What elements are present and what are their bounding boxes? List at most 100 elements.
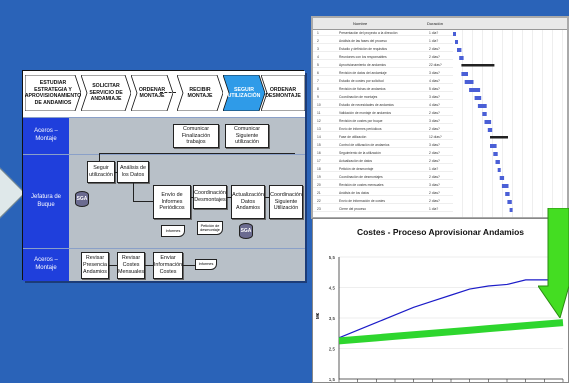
gantt-cell-task: Estudio y definición de requisitos [339, 47, 388, 51]
gantt-cell-id: 9 [317, 95, 319, 99]
process-diagram: ESTUDIAR ESTRATEGIA Y APROVISIONAMIENTO … [22, 70, 305, 281]
gantt-task-bar [484, 120, 492, 124]
chart-y-tick-label: 3,5 [329, 316, 336, 321]
box-actualizacion-datos: Actualización Datos Andamios [231, 185, 265, 219]
gantt-cell-id: 4 [317, 55, 319, 59]
gantt-cell-task: Envío de informes periódicos [339, 127, 382, 131]
chart-title: Costes - Proceso Aprovisionar Andamios [356, 227, 525, 237]
gantt-cell-id: 23 [317, 207, 321, 211]
gantt-cell-id: 19 [317, 175, 321, 179]
gantt-cell-id: 20 [317, 183, 321, 187]
gantt-cell-duration: 1 día? [429, 31, 439, 35]
stage-seguir-utilizacion: SEGUIR UTILIZACIÓN [223, 75, 265, 111]
gantt-cell-task: Validación de montaje de andamios [339, 111, 391, 115]
gantt-cell-duration: 1 día? [429, 39, 439, 43]
gantt-cell-task: Presentación del proyecto a la dirección [339, 31, 398, 35]
chart-series-blue-line [338, 279, 563, 339]
gantt-cell-id: 16 [317, 151, 321, 155]
lane-body: Revisar Presencia Andamios Revisar Coste… [69, 249, 305, 281]
gantt-cell-task: Fase de utilización [339, 135, 367, 139]
gantt-cell-duration: 2 días? [429, 47, 440, 51]
connector [227, 197, 231, 198]
stage-solicitar: SOLICITAR SERVICIO DE ANDAMIAJE [81, 75, 131, 111]
gantt-cell-id: 12 [317, 119, 321, 123]
gantt-task-bar [499, 176, 505, 180]
green-down-arrow-icon [538, 208, 569, 318]
gantt-cell-duration: 3 días? [429, 71, 440, 75]
dashed-connector [160, 92, 176, 93]
gantt-cell-task: Seguimiento de la utilización [339, 151, 381, 155]
chart-y-tick-label: 1,5 [329, 377, 336, 382]
gantt-row: 18 Petición de desmontaje 1 día? [313, 167, 453, 172]
gantt-cell-task: Control de utilización de andamios [339, 143, 390, 147]
gantt-cell-duration: 1 día? [429, 207, 439, 211]
gantt-cell-duration: 4 días? [429, 103, 440, 107]
connector [109, 265, 117, 266]
box-comunicar-finalizacion: Comunicar Finalización trabajos [173, 124, 219, 148]
gantt-cell-id: 8 [317, 87, 319, 91]
stage-estudiar: ESTUDIAR ESTRATEGIA Y APROVISIONAMIENTO … [25, 75, 81, 111]
gantt-cell-duration: 2 días? [429, 111, 440, 115]
gantt-cell-id: 6 [317, 71, 319, 75]
gantt-task-bar [477, 104, 487, 108]
lane-label: Aceros – Montaje [23, 249, 69, 281]
gantt-cell-task: Revisión de fichas de andamios [339, 87, 386, 91]
gantt-cell-id: 21 [317, 191, 321, 195]
gantt-cell-task: Petición de desmontaje [339, 167, 374, 171]
gantt-cell-duration: 1 día? [429, 167, 439, 171]
chart-series-green-line [338, 319, 564, 345]
gantt-task-bar [461, 72, 468, 76]
lane-body: Comunicar Finalización trabajos Comunica… [69, 118, 305, 154]
gantt-task-bar [505, 192, 510, 196]
box-analisis-datos: Análisis de los Datos [117, 161, 149, 183]
chart-y-tick-label: 4,5 [329, 286, 336, 291]
gantt-cell-duration: 3 días? [429, 119, 440, 123]
box-coordinacion-siguiente: Coordinación Siguiente Utilización [269, 185, 303, 219]
box-comunicar-siguiente: Comunicar Siguiente utilización [225, 124, 269, 148]
box-envio-informes: Envío de Informes Periódicos [153, 185, 191, 219]
lane-body: Seguir utilización SGA Análisis de los D… [69, 153, 305, 248]
gantt-cell-duration: 3 días? [429, 143, 440, 147]
gantt-task-bar [495, 160, 500, 164]
gantt-cell-duration: 3 días? [429, 183, 440, 187]
box-enviar-informacion: Enviar Información Costes [153, 252, 183, 279]
gantt-cell-task: Análisis de las fases del proceso [339, 39, 387, 43]
connector [183, 265, 195, 266]
gantt-cell-id: 22 [317, 199, 321, 203]
gantt-row: 20 Revisión de costes mensuales 3 días? [313, 183, 453, 188]
gantt-timeline-grid [453, 30, 567, 217]
gantt-task-bar [507, 200, 512, 204]
gantt-cell-task: Revisión de costes mensuales [339, 183, 384, 187]
box-revisar-costes: Revisar Costes Mensuales [117, 252, 145, 279]
gantt-task-bar [509, 208, 513, 212]
gantt-cell-id: 18 [317, 167, 321, 171]
gantt-cell-duration: 2 días? [429, 159, 440, 163]
gantt-cell-task: Estudio de costes por solicitud [339, 79, 384, 83]
gantt-task-bar [497, 168, 501, 172]
gantt-cell-task: Análisis de los datos [339, 191, 370, 195]
box-seguir-utilizacion: Seguir utilización [87, 161, 115, 183]
gantt-cell-task: Estudio de necesidades de andamios [339, 103, 394, 107]
gantt-column-duration: Duración [427, 21, 444, 26]
gantt-cell-id: 14 [317, 135, 321, 139]
gantt-summary-bar [461, 64, 495, 67]
gantt-task-bar [464, 80, 474, 84]
lane-jefatura-de-buque: Jefatura de Buque Seguir utilización SGA… [23, 153, 305, 248]
gantt-cell-duration: 2 días? [429, 199, 440, 203]
lane-aceros-montaje-top: Aceros – Montaje Comunicar Finalización … [23, 117, 305, 154]
gantt-cell-id: 17 [317, 159, 321, 163]
connector [265, 197, 269, 198]
gantt-cell-duration: 22 días? [429, 63, 442, 67]
gantt-column-name: Nombre [353, 21, 368, 26]
